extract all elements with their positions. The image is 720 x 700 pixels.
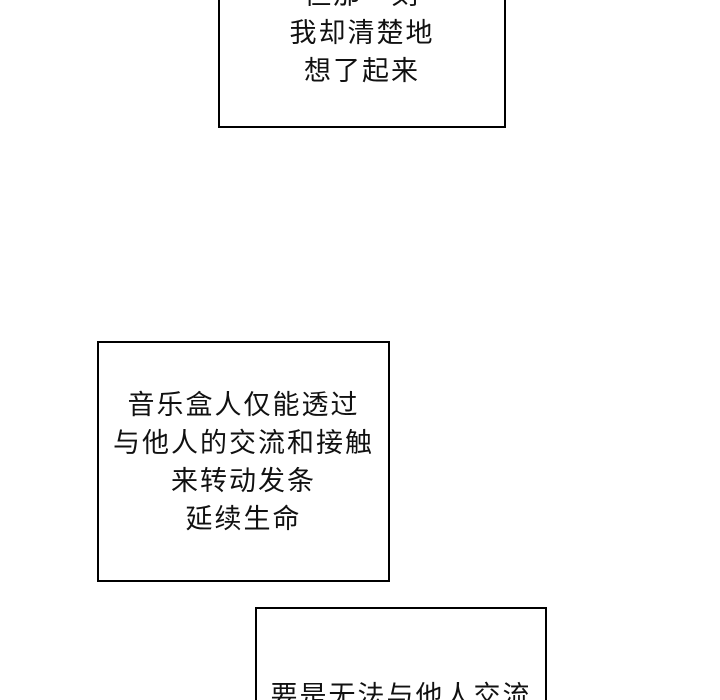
narration-text-middle: 音乐盒人仅能透过 与他人的交流和接触 来转动发条 延续生命	[113, 386, 374, 538]
narration-text-top: 但那一刻 我却清楚地 想了起来	[290, 0, 435, 90]
narration-line: 与他人的交流和接触	[113, 427, 374, 458]
narration-line: 想了起来	[304, 56, 420, 86]
narration-line: 来转动发条	[171, 465, 316, 496]
narration-line: 音乐盒人仅能透过	[127, 389, 360, 420]
narration-text-bottom: 要是无法与他人交流	[271, 677, 532, 700]
narration-box-top: 但那一刻 我却清楚地 想了起来	[218, 0, 506, 128]
narration-line: 要是无法与他人交流	[270, 681, 532, 700]
narration-line: 但那一刻	[290, 0, 435, 14]
narration-line: 我却清楚地	[289, 18, 435, 48]
narration-box-middle: 音乐盒人仅能透过 与他人的交流和接触 来转动发条 延续生命	[97, 341, 390, 582]
narration-line: 延续生命	[185, 503, 302, 534]
narration-box-bottom: 要是无法与他人交流	[255, 607, 547, 700]
